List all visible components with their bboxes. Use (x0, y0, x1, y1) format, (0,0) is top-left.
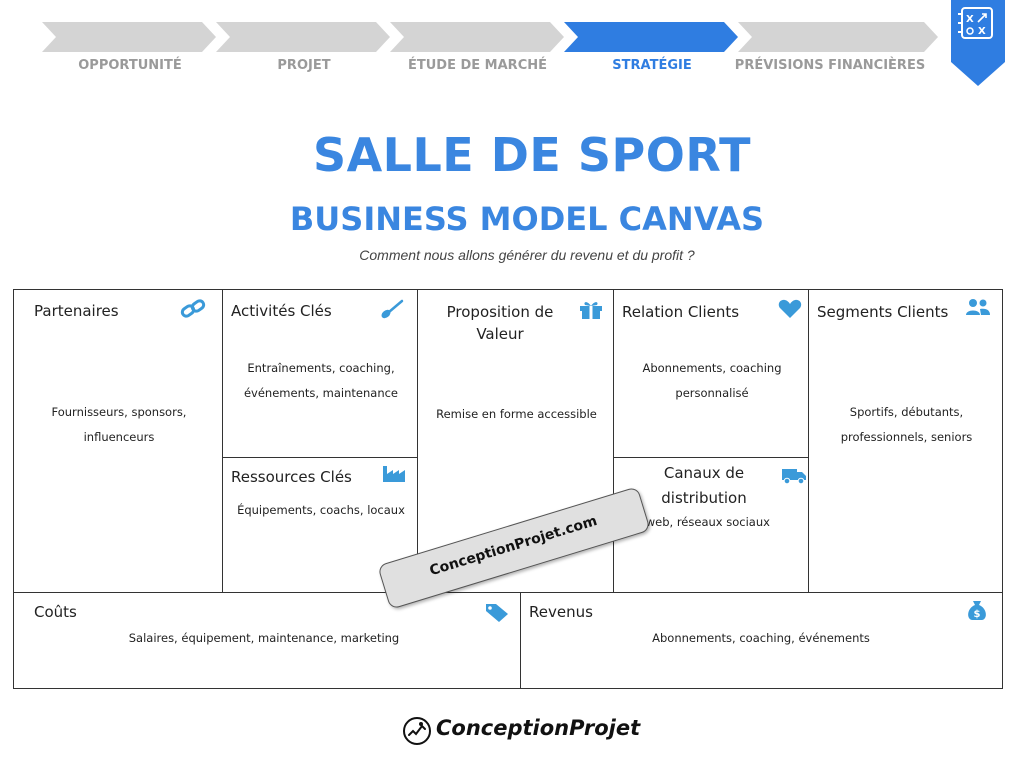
step-opportunite[interactable] (42, 22, 216, 52)
cell-costs: Coûts Salaires, équipement, maintenance,… (13, 592, 521, 689)
shovel-icon (381, 299, 404, 319)
cell-value-title: Proposition de Valeur (446, 303, 554, 343)
cell-revenue: Revenus $ Abonnements, coaching, événeme… (520, 592, 1003, 689)
cell-activities-title: Activités Clés (231, 302, 332, 320)
cell-revenue-text: Abonnements, coaching, événements (652, 631, 870, 645)
step-label-strategie[interactable]: STRATÉGIE (612, 58, 692, 73)
cell-costs-text: Salaires, équipement, maintenance, marke… (128, 631, 400, 645)
business-model-canvas: Partenaires Fournisseurs, sponsors, infl… (13, 289, 1003, 689)
cell-relations-title: Relation Clients (622, 303, 740, 321)
factory-icon (383, 466, 405, 482)
cell-relations: Relation Clients Abonnements, coaching p… (613, 289, 809, 458)
page-tagline: Comment nous allons générer du revenu et… (359, 247, 695, 263)
footer-brand: ConceptionProjet (436, 716, 641, 740)
cell-costs-title: Coûts (34, 603, 77, 621)
cell-partners-text: Fournisseurs, sponsors, influenceurs (51, 405, 187, 444)
cell-relations-text: Abonnements, coaching personnalisé (642, 361, 782, 400)
step-label-projet[interactable]: PROJET (277, 58, 331, 73)
money-bag-icon: $ (968, 601, 986, 620)
cell-segments: Segments Clients Sportifs, débutants, pr… (808, 289, 1003, 593)
cell-value-text: Remise en forme accessible (436, 407, 597, 421)
step-label-etude-de-marche[interactable]: ÉTUDE DE MARCHÉ (407, 58, 547, 73)
cell-segments-title: Segments Clients (817, 303, 949, 321)
step-strategie[interactable] (564, 22, 738, 52)
progress-steps (42, 22, 942, 52)
svg-text:X: X (966, 14, 974, 25)
users-icon (966, 299, 990, 315)
cell-activities-text: Entraînements, coaching, événements, mai… (243, 361, 399, 400)
cell-partners-title: Partenaires (34, 302, 119, 320)
strategy-badge-icon: X X (951, 0, 1005, 86)
step-previsions-financieres[interactable] (738, 22, 938, 52)
cell-activities: Activités Clés Entraînements, coaching, … (222, 289, 418, 458)
cell-segments-text: Sportifs, débutants, professionnels, sen… (840, 405, 973, 444)
cell-partners: Partenaires Fournisseurs, sponsors, infl… (13, 289, 223, 593)
page-subtitle: BUSINESS MODEL CANVAS (289, 200, 765, 238)
cell-channels-title: Canaux de distribution (661, 464, 747, 507)
heart-icon (778, 299, 802, 318)
gift-icon (580, 302, 602, 319)
svg-text:$: $ (974, 609, 981, 620)
page-title: SALLE DE SPORT (312, 128, 752, 182)
step-label-previsions-financieres[interactable]: PRÉVISIONS FINANCIÈRES (734, 58, 926, 73)
cell-resources-title: Ressources Clés (231, 468, 352, 486)
cell-revenue-title: Revenus (529, 603, 593, 621)
cell-resources-text: Équipements, coachs, locaux (237, 503, 405, 517)
step-projet[interactable] (216, 22, 390, 52)
link-icon (180, 299, 206, 318)
step-label-opportunite[interactable]: OPPORTUNITÉ (78, 58, 182, 73)
cell-channels-text: Site web, réseaux sociaux (620, 515, 770, 529)
truck-icon (782, 469, 806, 485)
svg-text:X: X (978, 26, 986, 37)
footer-logo: ConceptionProjet (400, 712, 640, 752)
step-etude-de-marche[interactable] (390, 22, 564, 52)
brand-logo-icon (403, 717, 431, 745)
tags-icon (486, 604, 508, 622)
